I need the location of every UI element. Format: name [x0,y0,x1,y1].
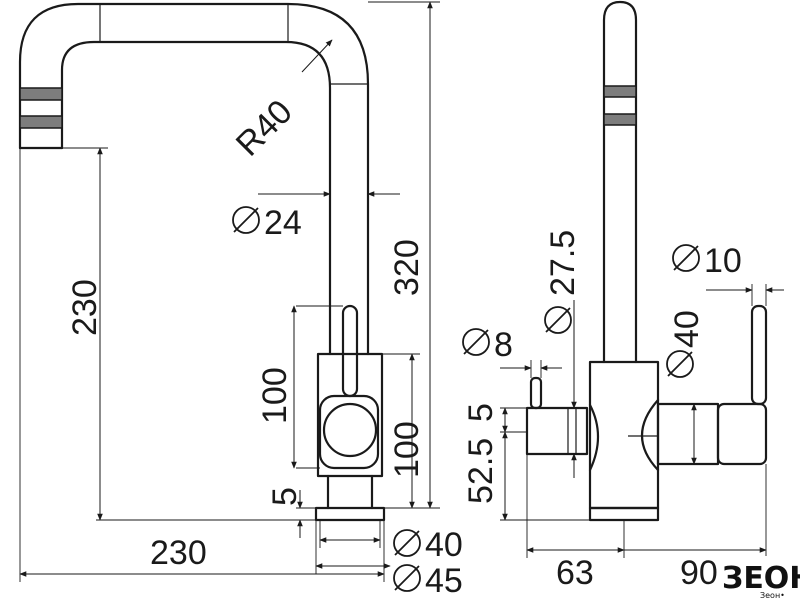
front-right-lever [750,304,768,406]
label-handle-height: 100 [256,367,294,424]
nozzle-ring-1 [19,87,63,101]
nozzle-ring-2 [19,115,63,129]
label-base-width: 63 [556,554,594,592]
diameter-symbol-8 [462,328,490,356]
label-body-diameter: 27.5 [544,230,582,296]
front-nozzle-ring-2 [603,113,637,126]
handle-knob [322,402,378,458]
label-base-gap: 5 [266,487,304,506]
side-view: 320 230 230 100 100 5 R40 [18,1,463,600]
label-lever-diameter: 8 [494,326,513,364]
front-left-housing [588,403,600,472]
faucet-body [316,352,384,478]
label-total-height: 320 [388,239,426,296]
spout-pipe-inner [60,40,332,356]
logo-subtext: Зеон• [760,591,785,600]
base-plate [314,506,386,522]
label-spout-diameter: 10 [704,242,742,280]
front-spout-pipe [602,0,638,364]
label-base-inner-diameter: 40 [425,526,463,564]
front-nozzle-ring-1 [603,85,637,98]
front-right-housing [640,398,660,472]
label-radius: R40 [229,93,300,164]
diameter-symbol-40-side [666,350,694,378]
label-side-width: 90 [680,554,718,592]
front-left-lever [525,406,589,456]
diameter-symbol-40-base [393,529,421,557]
label-reach: 230 [150,534,207,572]
front-view: 27.5 8 5 52.5 10 [462,0,784,592]
label-base-outer-diameter: 45 [425,562,463,600]
front-lever-stem [529,376,543,410]
label-lever-height: 52.5 [462,438,500,504]
handle-lever [341,304,359,398]
label-spout-height: 230 [66,279,104,336]
front-right-lever-cap [716,402,768,466]
label-side-diameter: 40 [668,310,706,348]
diameter-symbol-10 [672,244,700,272]
label-lever-offset: 5 [462,403,500,422]
logo-text: ЗЕОН [722,561,800,596]
diameter-symbol-27-5 [544,306,572,334]
brand-logo: ЗЕОН Зеон• [720,556,800,600]
label-body-height: 100 [388,421,426,478]
diameter-symbol-45 [393,564,421,592]
label-pipe-diameter: 24 [264,204,302,242]
front-base-plate [588,506,660,522]
front-body [588,360,660,510]
diameter-symbol-24 [232,206,260,234]
handle-cap [318,394,380,470]
